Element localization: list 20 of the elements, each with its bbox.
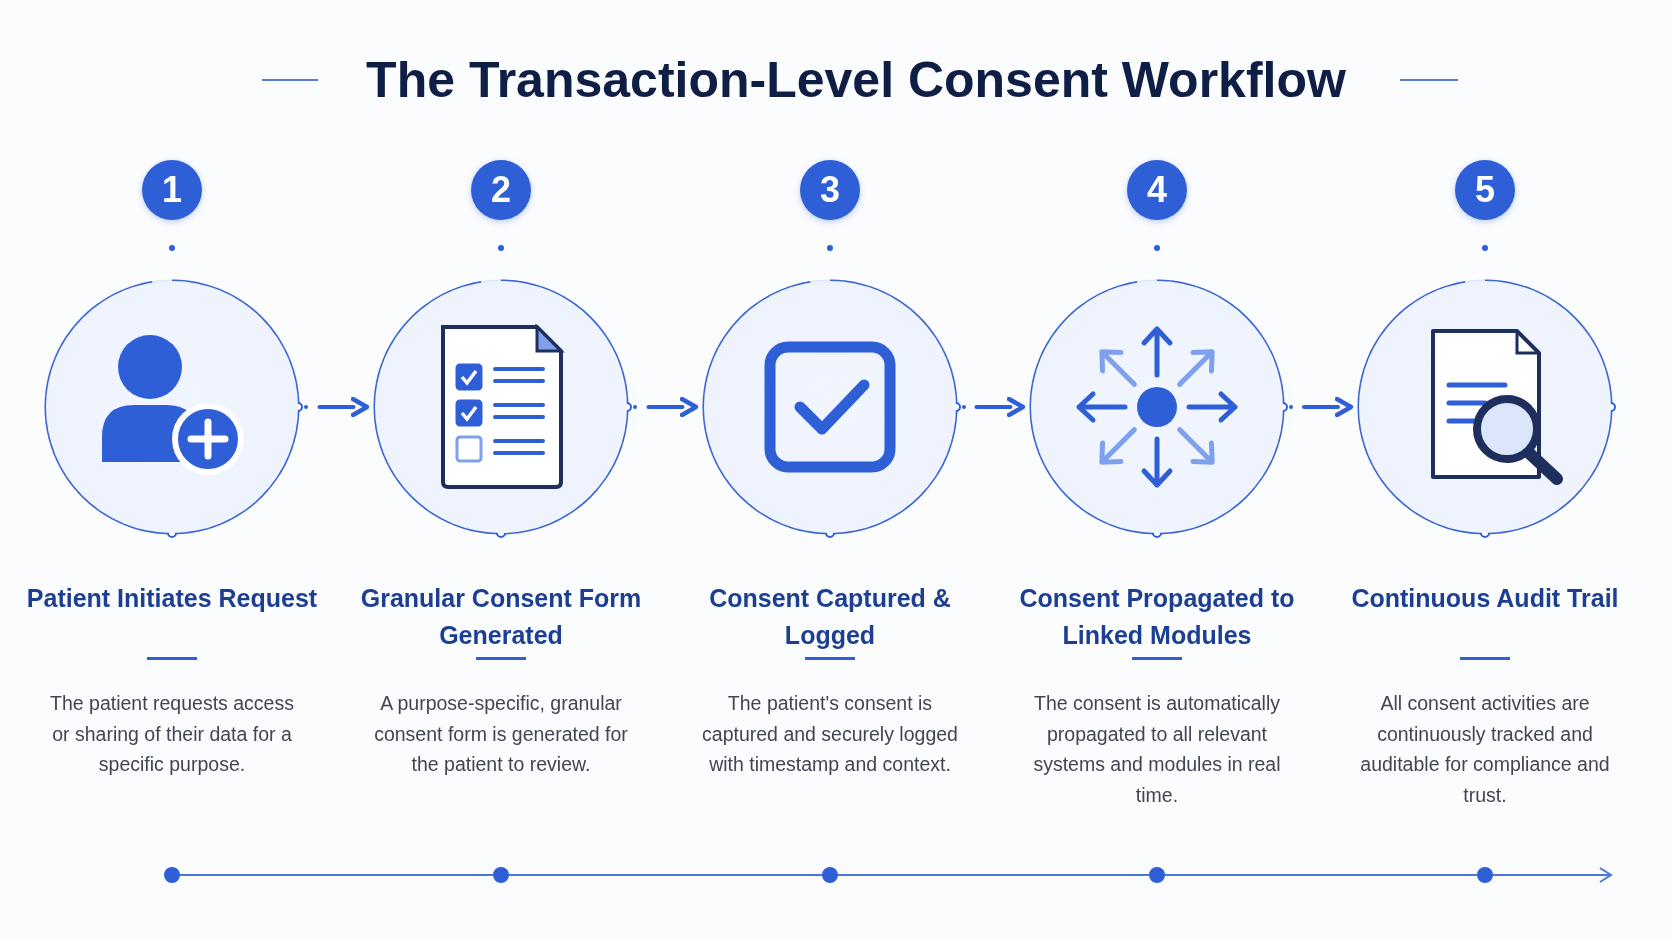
arrow	[633, 396, 699, 418]
step-description: The patient requests access or sharing of their data for a specific purpose.	[49, 691, 295, 777]
step-heading: Consent Propagated to Linked Modules	[1018, 583, 1296, 651]
arrow	[962, 396, 1026, 418]
arrow	[1289, 396, 1354, 418]
title: The Transaction-Level Consent Workflow	[365, 51, 1347, 110]
step-number-badge: 2	[471, 160, 531, 220]
arrow	[304, 396, 370, 418]
step-heading: Patient Initiates Request	[25, 583, 319, 614]
step-number-badge: 4	[1127, 160, 1187, 220]
step-number-badge: 1	[142, 160, 202, 220]
step-number-badge: 3	[800, 160, 860, 220]
step-heading: Granular Consent Form Generated	[359, 583, 643, 651]
step-heading: Consent Captured & Logged	[708, 583, 952, 651]
step-description: The patient's consent is captured and securely logged with timestamp and context.	[701, 691, 959, 777]
step-description: A purpose-specific, granular consent form is generated for the patient to review.	[373, 691, 629, 777]
step-description: The consent is automatically propagated to all relevant systems and modules in real time.	[1032, 691, 1282, 808]
step-number-badge: 5	[1455, 160, 1515, 220]
step-heading: Continuous Audit Trail	[1350, 583, 1620, 614]
step-description: All consent activities are continuously tracked and auditable for compliance and trust.	[1359, 691, 1611, 808]
